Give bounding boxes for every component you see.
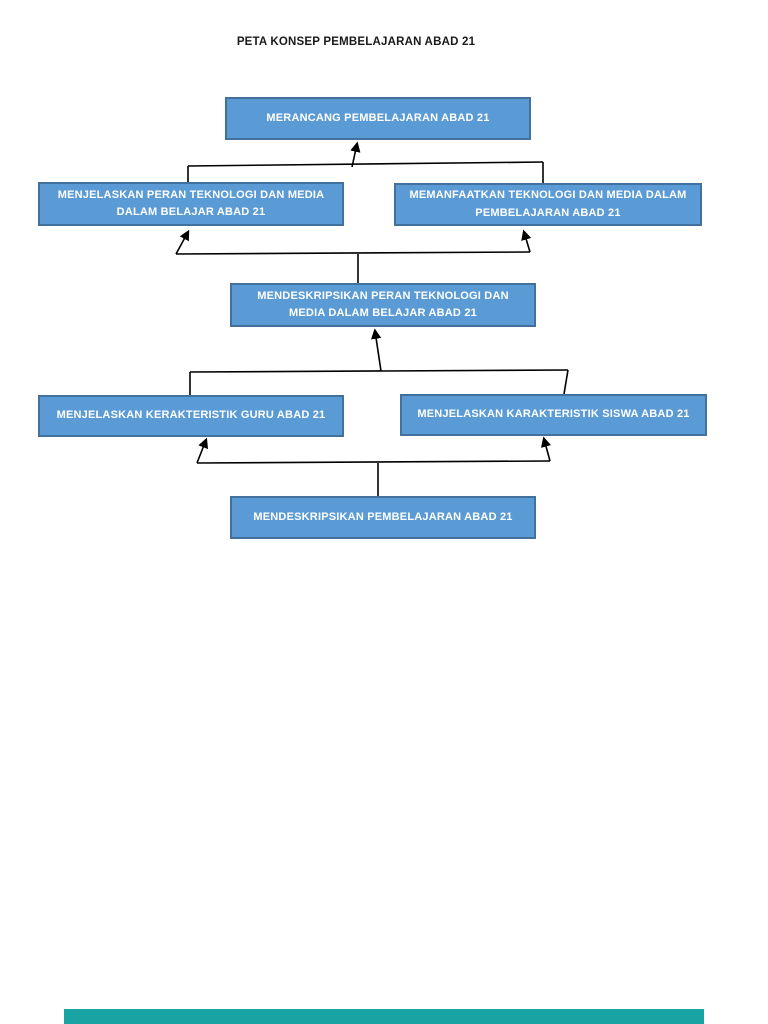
node-menjelaskan-karakteristik-siswa: MENJELASKAN KARAKTERISTIK SISWA ABAD 21 [400,394,707,436]
node-mendeskripsikan-pembelajaran: MENDESKRIPSIKAN PEMBELAJARAN ABAD 21 [230,496,536,539]
node-menjelaskan-kerakteristik-guru: MENJELASKAN KERAKTERISTIK GURU ABAD 21 [38,395,344,437]
node-merancang-pembelajaran: MERANCANG PEMBELAJARAN ABAD 21 [225,97,531,140]
node-menjelaskan-peran-teknologi: MENJELASKAN PERAN TEKNOLOGI DAN MEDIA DA… [38,182,344,226]
node-mendeskripsikan-peran-teknologi: MENDESKRIPSIKAN PERAN TEKNOLOGI DAN MEDI… [230,283,536,327]
page-title: PETA KONSEP PEMBELAJARAN ABAD 21 [236,36,476,48]
node-memanfaatkan-teknologi: MEMANFAATKAN TEKNOLOGI DAN MEDIA DALAM P… [394,183,702,226]
page-footer-bar [64,1009,704,1024]
